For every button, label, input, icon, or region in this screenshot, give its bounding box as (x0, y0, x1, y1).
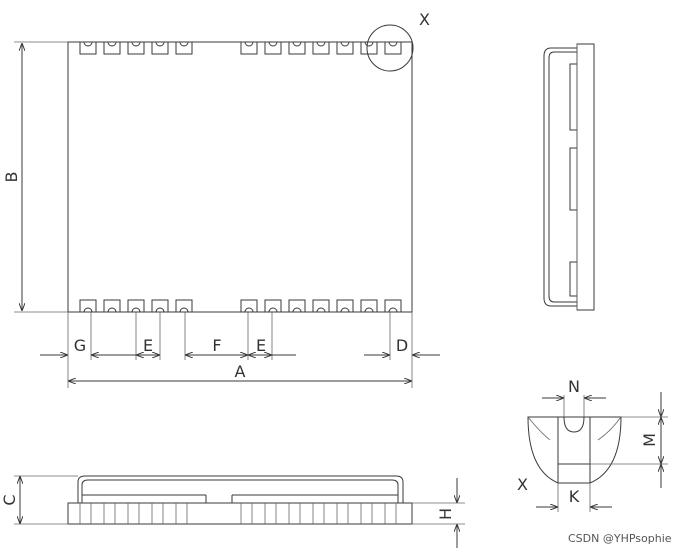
castellated-pad (384, 299, 402, 312)
detail-x-view: N M K X (517, 377, 668, 512)
pad-half-hole (107, 41, 117, 47)
dim-label-c: C (0, 494, 19, 505)
dim-label-n: N (568, 377, 580, 396)
dim-label-f: F (212, 336, 221, 355)
dimension-m: M (590, 392, 668, 488)
dimension-e-right: E (249, 336, 296, 355)
pad-half-hole (388, 41, 398, 47)
castellated-pad (360, 299, 378, 312)
pad-half-hole (179, 41, 189, 47)
pad-half-hole (316, 307, 326, 313)
pad-half-hole (340, 307, 350, 313)
dim-label-h: H (436, 508, 455, 520)
pad-half-hole (179, 307, 189, 313)
castellated-pad (288, 42, 306, 55)
dimension-d: D (364, 336, 440, 355)
dimension-k: K (536, 483, 612, 512)
castellated-pad (288, 299, 306, 312)
dimension-f: F (186, 336, 247, 355)
dim-label-e-right: E (256, 336, 266, 355)
pad-half-hole (83, 41, 93, 47)
dim-label-k: K (569, 487, 580, 506)
dimension-e-left: E (118, 336, 159, 355)
detail-pad-outline (527, 416, 622, 484)
castellated-pad (103, 299, 121, 312)
dimension-h: H (412, 478, 465, 548)
pad-half-hole (107, 307, 117, 313)
castellated-pad (264, 42, 282, 55)
castellated-pad (240, 42, 258, 55)
pad-half-hole (131, 307, 141, 313)
castellated-pad (151, 42, 169, 55)
pad-half-hole (364, 307, 374, 313)
pad-half-hole (364, 41, 374, 47)
dimension-b: B (2, 41, 68, 313)
dim-label-g: G (74, 336, 86, 355)
dim-label-m: M (640, 433, 659, 447)
detail-x-label: X (517, 475, 528, 494)
dim-label-e-left: E (143, 336, 153, 355)
dim-label-d: D (396, 336, 408, 355)
front-view: C H (0, 475, 465, 548)
castellated-pad (264, 299, 282, 312)
detail-x-label-top: X (419, 10, 430, 29)
pad-half-hole (244, 307, 254, 313)
castellated-pad (312, 299, 330, 312)
castellated-pad (336, 42, 354, 55)
dimension-c: C (0, 475, 78, 525)
castellated-pad (127, 299, 145, 312)
pad-half-hole (268, 41, 278, 47)
castellated-pad (360, 42, 378, 55)
castellated-pad (384, 42, 402, 55)
pad-half-hole (155, 41, 165, 47)
castellated-pad (336, 299, 354, 312)
pad-half-hole (292, 41, 302, 47)
front-view-pad-lines (79, 503, 397, 524)
pad-half-hole (268, 307, 278, 313)
detail-x-circle (366, 24, 414, 72)
watermark: CSDN @YHPsophie (568, 532, 672, 545)
castellated-pad (175, 42, 193, 55)
dimension-a: A (69, 362, 411, 381)
pad-half-hole (340, 41, 350, 47)
module-body-top-view (67, 41, 413, 313)
pad-half-hole (131, 41, 141, 47)
castellated-pad (175, 299, 193, 312)
castellated-pad (151, 299, 169, 312)
castellated-pad (79, 299, 97, 312)
castellated-pad (240, 299, 258, 312)
castellated-pads-bottom-edge (79, 299, 402, 313)
pad-half-hole (316, 41, 326, 47)
pad-half-hole (292, 307, 302, 313)
pad-half-hole (83, 307, 93, 313)
dim-label-b: B (2, 172, 21, 183)
pad-half-hole (244, 41, 254, 47)
dim-label-a: A (235, 362, 246, 381)
pad-half-hole (155, 307, 165, 313)
side-view (543, 43, 595, 311)
castellated-pad (312, 42, 330, 55)
castellated-pads-top-edge (79, 41, 402, 55)
dimension-g: G (40, 336, 118, 355)
top-view: X B G E F (2, 10, 440, 388)
castellated-pad (127, 42, 145, 55)
pad-half-hole (388, 307, 398, 313)
dimension-n: N (542, 377, 606, 417)
castellated-pad (103, 42, 121, 55)
castellated-pad (79, 42, 97, 55)
